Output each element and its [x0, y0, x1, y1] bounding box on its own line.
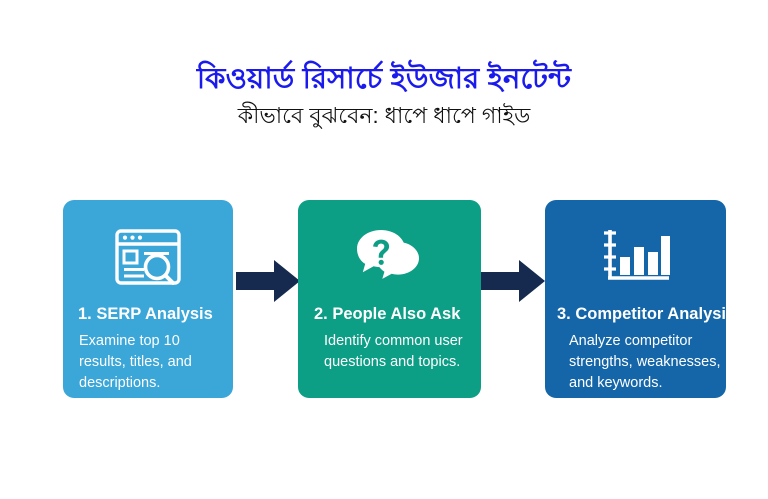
step-heading: 1. SERP Analysis	[78, 305, 213, 323]
arrow-step2-to-step3	[481, 258, 545, 304]
step-card-serp-analysis[interactable]: 1. SERP Analysis Examine top 10 results,…	[63, 200, 233, 398]
step-heading: 3. Competitor Analysis	[557, 305, 726, 323]
step-description: Identify common user questions and topic…	[324, 333, 463, 371]
infographic-header: কিওয়ার্ড রিসার্চে ইউজার ইনটেন্ট কীভাবে …	[0, 62, 768, 130]
page-subtitle: কীভাবে বুঝবেন: ধাপে ধাপে গাইড	[237, 103, 531, 129]
step-description: Examine top 10 results, titles, and desc…	[79, 333, 192, 392]
step-heading: 2. People Also Ask	[314, 305, 461, 323]
question-speech-bubbles-icon	[298, 222, 481, 292]
bar-chart-icon	[545, 222, 726, 292]
process-flow-diagram: 1. SERP Analysis Examine top 10 results,…	[0, 200, 768, 400]
step-description: Analyze competitor strengths, weaknesses…	[569, 333, 721, 392]
page-title: কিওয়ার্ড রিসার্চে ইউজার ইনটেন্ট	[196, 63, 572, 95]
step-card-people-also-ask[interactable]: 2. People Also Ask Identify common user …	[298, 200, 481, 398]
browser-search-icon	[63, 222, 233, 292]
arrow-step1-to-step2	[236, 258, 300, 304]
step-card-competitor-analysis[interactable]: 3. Competitor Analysis Analyze competito…	[545, 200, 726, 398]
